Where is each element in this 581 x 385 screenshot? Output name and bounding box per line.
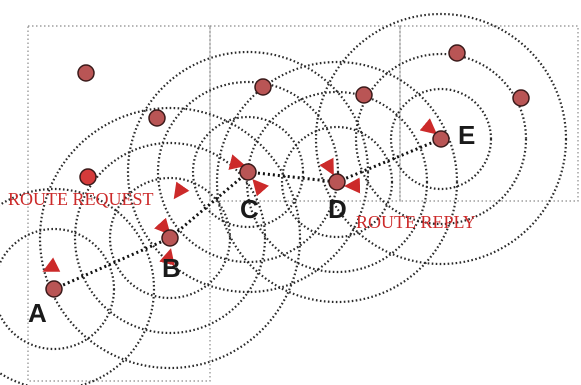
- transmission-ranges: [0, 12, 568, 385]
- range-c-inner: [191, 115, 305, 229]
- link-b-c: [169, 170, 249, 240]
- node-labels: A B C D E: [28, 120, 475, 328]
- message-labels: ROUTE REQUEST ROUTE REPLY: [8, 189, 476, 232]
- range-b-mid: [73, 141, 267, 335]
- node-d-label: D: [328, 194, 347, 224]
- route-request-label: ROUTE REQUEST: [8, 189, 154, 209]
- range-d-outer: [215, 60, 459, 304]
- range-b-inner: [108, 176, 232, 300]
- range-c-outer: [126, 50, 370, 294]
- node-peripheral[interactable]: [77, 64, 95, 82]
- node-b[interactable]: [161, 229, 179, 247]
- range-a-inner: [0, 227, 116, 351]
- node-d[interactable]: [328, 173, 346, 191]
- range-e-mid: [354, 52, 528, 226]
- reply-arrow-d-c: [252, 178, 269, 197]
- node-peripheral[interactable]: [355, 86, 373, 104]
- node-peripheral[interactable]: [148, 109, 166, 127]
- link-c-d: [247, 170, 338, 184]
- region-right: [399, 25, 579, 202]
- route-links: [53, 137, 442, 291]
- range-d-mid: [245, 90, 429, 274]
- node-peripheral[interactable]: [254, 78, 272, 96]
- range-b-outer: [38, 106, 302, 370]
- node-a[interactable]: [45, 280, 63, 298]
- range-a-outer: [0, 187, 156, 385]
- node-peripheral[interactable]: [448, 44, 466, 62]
- node-b-label: B: [162, 253, 181, 283]
- range-d-inner: [280, 125, 394, 239]
- node-c-label: C: [240, 194, 259, 224]
- node-a-label: A: [28, 298, 47, 328]
- nodes: [45, 44, 530, 298]
- link-a-b: [53, 236, 171, 291]
- region-middle: [209, 25, 401, 202]
- range-e-outer: [314, 12, 568, 266]
- link-d-e: [336, 137, 442, 184]
- request-arrow-c-left: [173, 181, 190, 200]
- node-e-label: E: [458, 120, 475, 150]
- node-c[interactable]: [239, 163, 257, 181]
- reply-arrow-b-a: [42, 257, 61, 272]
- node-peripheral-active[interactable]: [79, 168, 97, 186]
- range-e-inner: [389, 87, 493, 191]
- grid-regions: [27, 25, 579, 382]
- region-left: [27, 25, 211, 382]
- route-reply-label: ROUTE REPLY: [356, 212, 476, 232]
- node-peripheral[interactable]: [512, 89, 530, 107]
- node-e[interactable]: [432, 130, 450, 148]
